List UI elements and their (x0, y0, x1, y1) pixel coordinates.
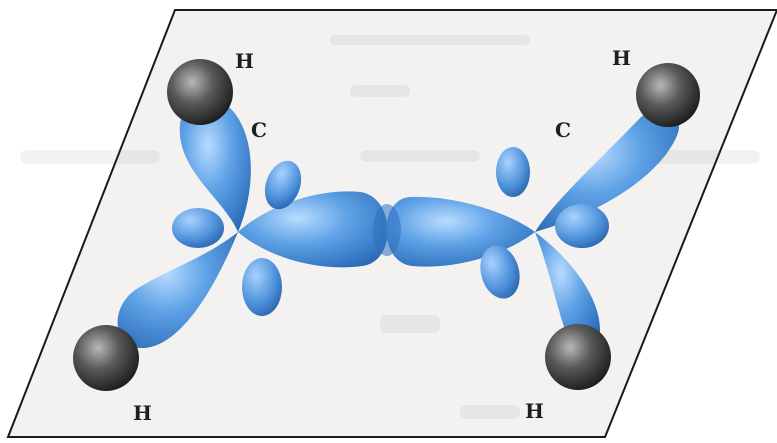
back-lobe-left-1 (172, 208, 224, 248)
label-h-top-right: H (612, 46, 631, 70)
right-carbon-orbitals (386, 108, 680, 350)
label-h-bottom-left: H (133, 401, 152, 425)
sp2-lobe-left-lower (117, 232, 238, 349)
label-c-left: C (251, 118, 267, 142)
sp2-lobe-right-upper (535, 108, 680, 232)
hydrogen-atom-top-left (167, 59, 233, 125)
hydrogen-atom-bottom-left (73, 325, 139, 391)
sp2-lobe-left-cc (238, 191, 388, 268)
sp2-lobe-left-upper (179, 99, 251, 232)
left-carbon-orbitals (117, 99, 388, 349)
back-lobe-right-1 (496, 147, 530, 197)
back-lobe-left-2 (264, 160, 302, 210)
label-h-bottom-right: H (525, 399, 544, 423)
label-c-right: C (555, 118, 571, 142)
label-h-top-left: H (235, 49, 254, 73)
sp2-lobe-right-lower (535, 232, 600, 350)
back-lobe-right-3 (480, 245, 520, 299)
cc-overlap-highlight (373, 204, 401, 256)
back-lobe-left-3 (242, 258, 282, 316)
background-texture (20, 35, 760, 419)
back-lobe-right-2 (555, 204, 609, 248)
hydrogen-atom-bottom-right (545, 324, 611, 390)
hydrogen-atom-top-right (636, 63, 700, 127)
